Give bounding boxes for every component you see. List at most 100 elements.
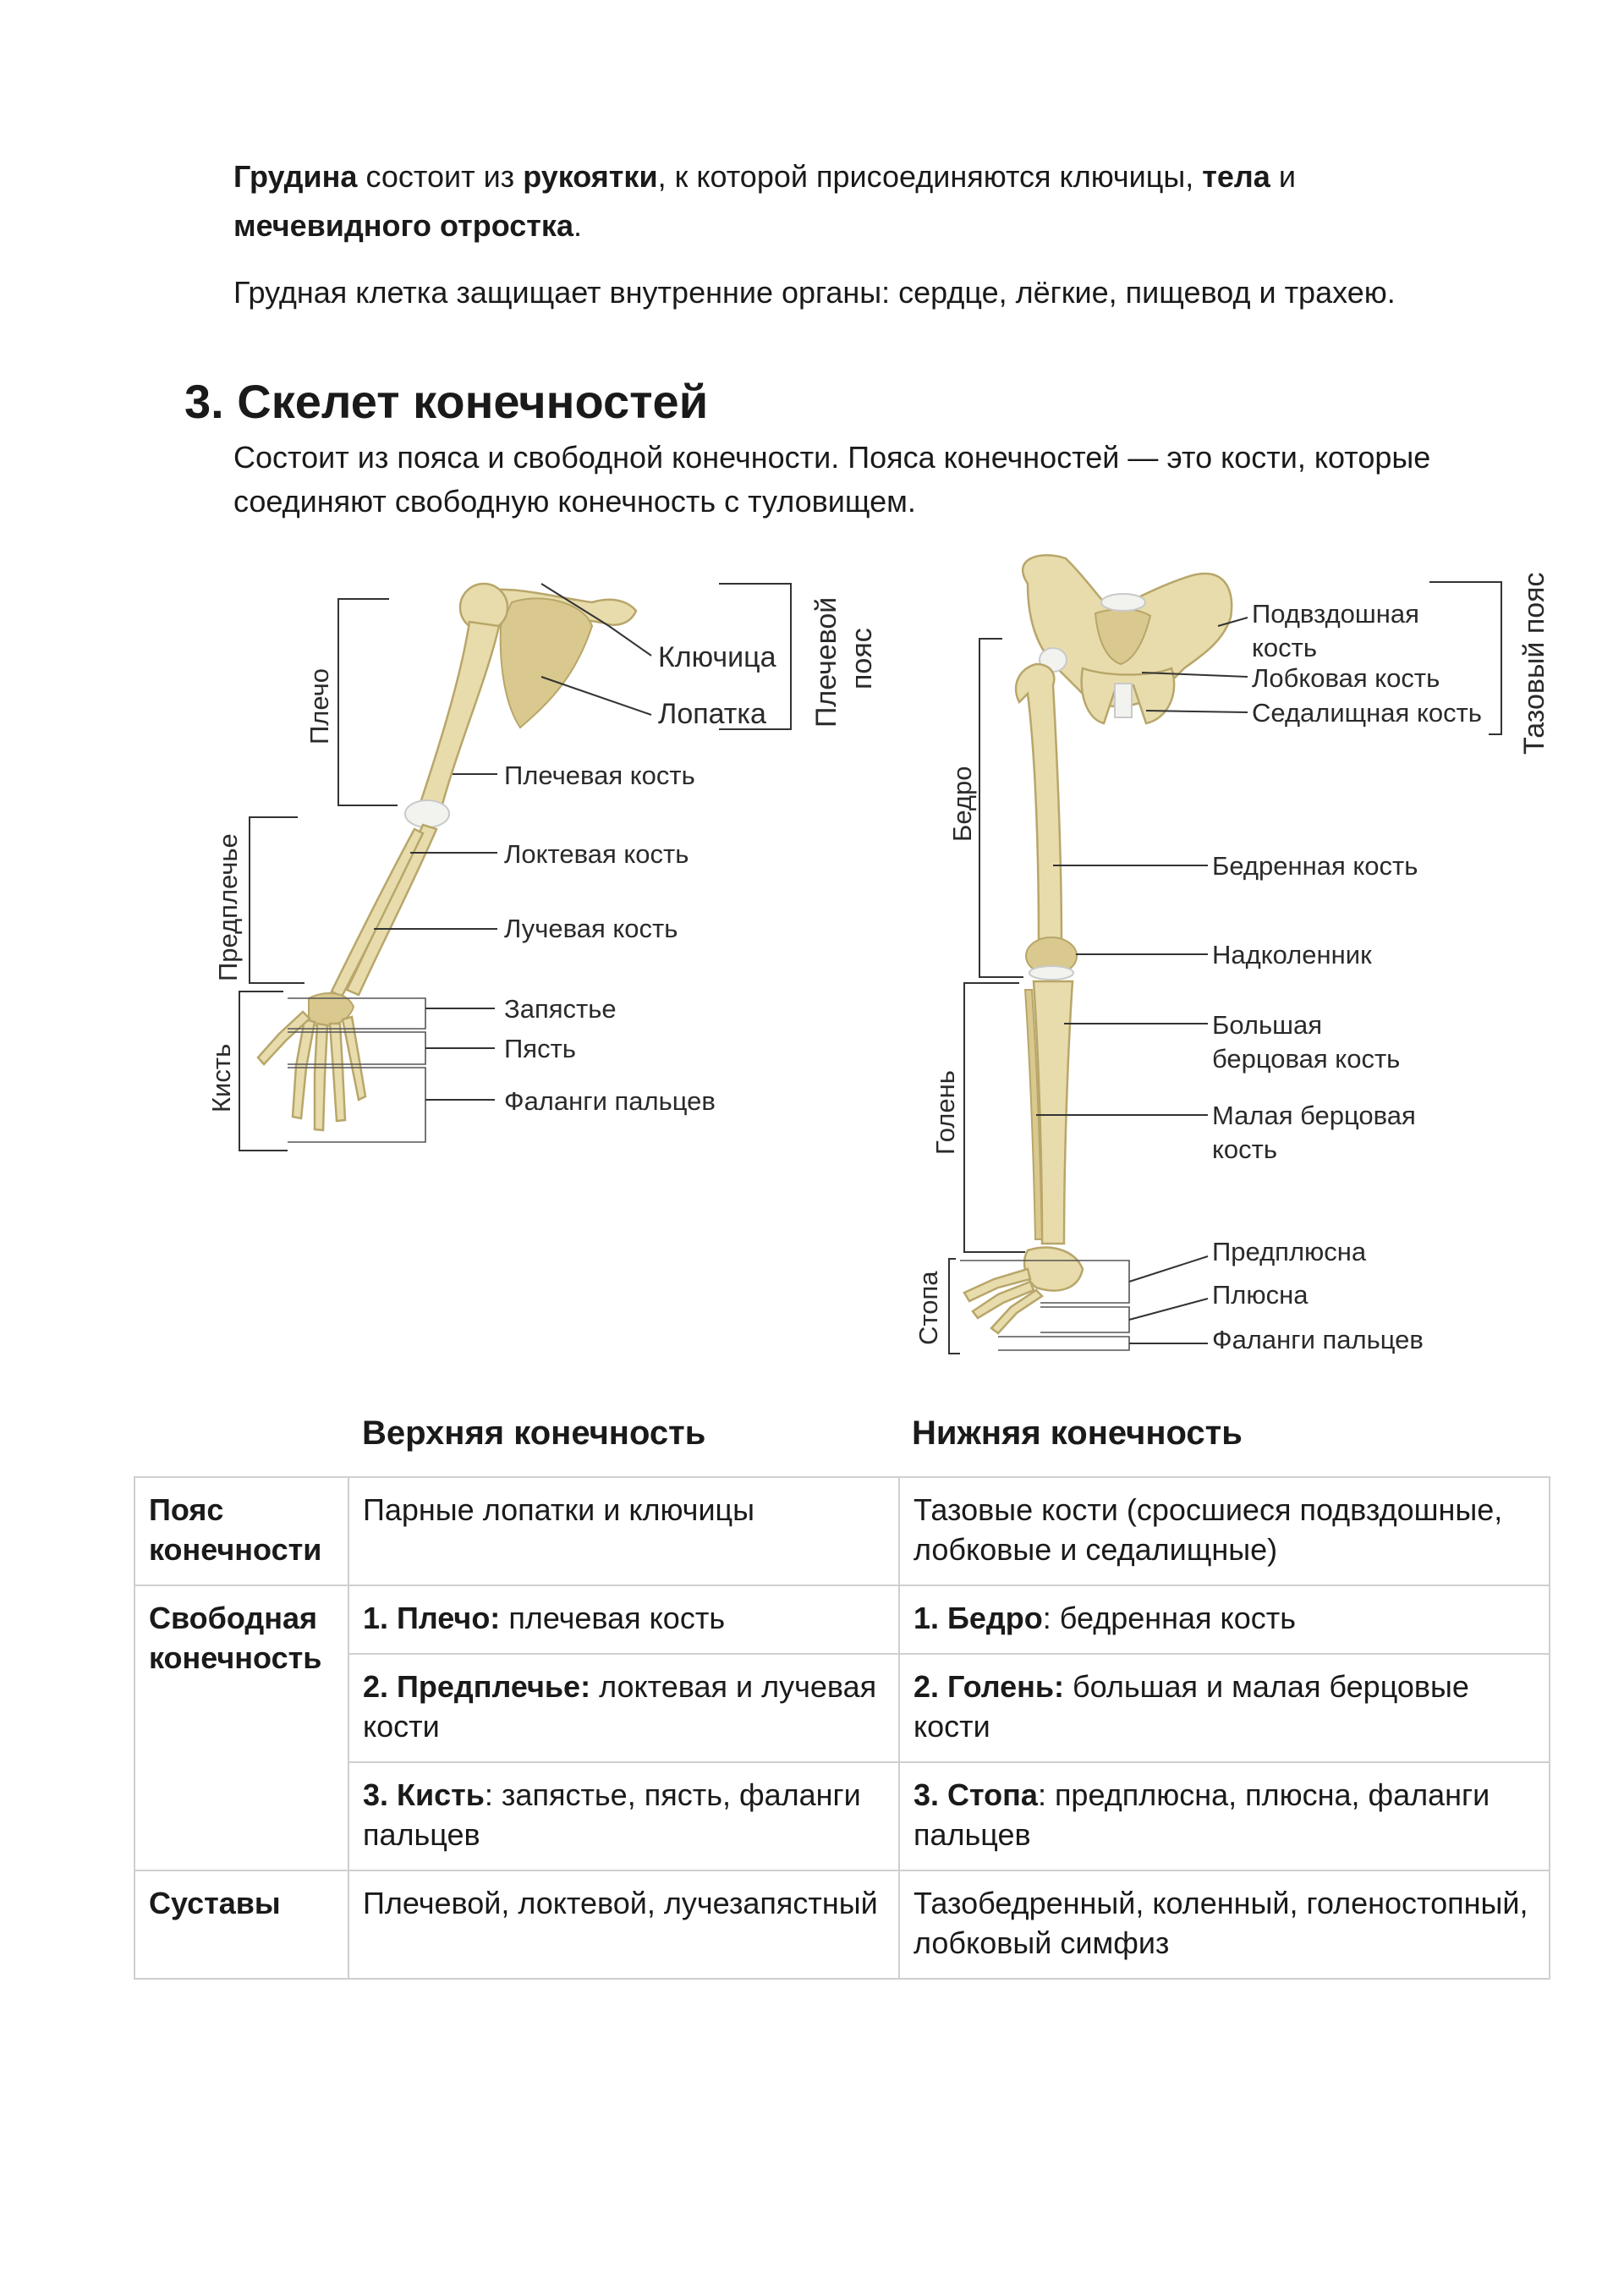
cell-girdle-upper: Парные лопатки и ключицы bbox=[348, 1476, 900, 1586]
shin-bracket bbox=[963, 982, 1025, 1253]
table-row-free-3: 3. Кисть: запястье, пясть, фаланги пальц… bbox=[134, 1761, 1550, 1871]
label-femur: Бедренная кость bbox=[1212, 851, 1418, 881]
phalanges-box bbox=[288, 1067, 426, 1143]
label-patella: Надколенник bbox=[1212, 940, 1372, 969]
row-head-free: Свободная конечность bbox=[134, 1585, 349, 1871]
upper-arm-bracket bbox=[337, 598, 398, 806]
column-heading-lower: Нижняя конечность bbox=[912, 1414, 1243, 1452]
text: , к которой присоединяются ключицы, bbox=[657, 159, 1203, 194]
label-ischium: Седалищная кость bbox=[1252, 698, 1482, 728]
label-ilium-1: Подвздошная bbox=[1252, 599, 1419, 629]
text: большая и малая берцовые кости bbox=[914, 1669, 1469, 1744]
label-scapula: Лопатка bbox=[658, 698, 766, 730]
ulna-bone bbox=[345, 823, 438, 997]
label-foot: Стопа bbox=[914, 1271, 943, 1345]
arm-diagram: Ключица Лопатка Плечевая кость Локтевая … bbox=[206, 582, 878, 1151]
scapula-leader bbox=[540, 676, 652, 716]
label-upper-arm: Плечо bbox=[304, 668, 334, 744]
label-humerus: Плечевая кость bbox=[504, 761, 695, 790]
table-row-girdle: Пояс конечности Парные лопатки и ключицы… bbox=[134, 1476, 1550, 1586]
humerus-bone bbox=[417, 620, 501, 816]
row-head-girdle: Пояс конечности bbox=[134, 1476, 349, 1586]
label-tibia-2: берцовая кость bbox=[1212, 1044, 1400, 1074]
label-ilium-2: кость bbox=[1252, 633, 1317, 662]
term-sternum: Грудина bbox=[233, 159, 358, 194]
metatarsus-leader bbox=[1128, 1298, 1209, 1321]
pubic-symphysis bbox=[1114, 683, 1133, 718]
table-row-free-2: 2. Предплечье: локтевая и лучевая кости … bbox=[134, 1653, 1550, 1763]
label-arm-phalanges: Фаланги пальцев bbox=[504, 1086, 716, 1116]
label-shoulder-girdle-2: пояс bbox=[846, 628, 878, 689]
metatarsus-box bbox=[1040, 1306, 1130, 1333]
hand-bracket bbox=[239, 991, 288, 1151]
text: . bbox=[573, 208, 582, 243]
intro-paragraph: Состоит из пояса и свободной конечности.… bbox=[233, 436, 1553, 524]
foot-bracket bbox=[948, 1258, 960, 1354]
term: 2. Предплечье: bbox=[363, 1669, 591, 1704]
label-tarsus: Предплюсна bbox=[1212, 1237, 1367, 1266]
text: плечевая кость bbox=[500, 1601, 726, 1635]
tarsus-leader bbox=[1128, 1255, 1209, 1283]
label-fibula-2: кость bbox=[1212, 1134, 1277, 1164]
intro-line-1: Состоит из пояса и свободной конечности.… bbox=[233, 440, 1431, 475]
tarsus-bones bbox=[1023, 1246, 1084, 1292]
hand-fingers bbox=[256, 1010, 367, 1132]
label-fibula-1: Малая берцовая bbox=[1212, 1101, 1416, 1130]
table-row-joints: Суставы Плечевой, локтевой, лучезапястны… bbox=[134, 1870, 1550, 1980]
leg-diagram: Подвздошная кость Лобковая кость Седалищ… bbox=[914, 554, 1550, 1354]
sternum-line-1: Грудина состоит из рукоятки, к которой п… bbox=[233, 152, 1502, 201]
term: 1. Бедро bbox=[914, 1601, 1043, 1635]
label-clavicle: Ключица bbox=[658, 641, 776, 673]
toe-bones bbox=[963, 1267, 1044, 1335]
scapula-bone bbox=[499, 597, 594, 729]
cell-free-upper-3: 3. Кисть: запястье, пясть, фаланги пальц… bbox=[348, 1761, 900, 1871]
fibula-bone bbox=[1023, 989, 1044, 1240]
label-pelvic-girdle: Тазовый пояс bbox=[1518, 572, 1550, 755]
row-head-joints: Суставы bbox=[134, 1870, 349, 1980]
text: : предплюсна, плюсна, фаланги пальцев bbox=[914, 1777, 1490, 1852]
label-shin: Голень bbox=[930, 1070, 960, 1155]
cell-girdle-lower: Тазовые кости (сросшиеся подвздошные, ло… bbox=[898, 1476, 1550, 1586]
label-pubis: Лобковая кость bbox=[1252, 663, 1440, 693]
femur-bone bbox=[1014, 662, 1063, 942]
toe-phalanges-box bbox=[998, 1336, 1130, 1351]
forearm-bracket bbox=[249, 816, 304, 984]
label-leg-phalanges: Фаланги пальцев bbox=[1212, 1325, 1424, 1354]
text: : запястье, пясть, фаланги пальцев bbox=[363, 1777, 861, 1852]
shoulder-girdle-bracket bbox=[719, 583, 792, 730]
label-radius: Лучевая кость bbox=[504, 914, 678, 943]
cell-free-lower-3: 3. Стопа: предплюсна, плюсна, фаланги па… bbox=[898, 1761, 1550, 1871]
label-thigh: Бедро bbox=[947, 766, 977, 842]
section-title: 3. Скелет конечностей bbox=[184, 375, 709, 428]
label-forearm: Предплечье bbox=[213, 833, 243, 981]
term-manubrium: рукоятки bbox=[523, 159, 658, 194]
term: 2. Голень: bbox=[914, 1669, 1065, 1704]
cell-joints-upper: Плечевой, локтевой, лучезапястный bbox=[348, 1870, 900, 1980]
text: локтевая и лучевая кости bbox=[363, 1669, 877, 1744]
label-carpus: Запястье bbox=[504, 994, 617, 1024]
term-body: тела bbox=[1202, 159, 1270, 194]
clavicle-leader bbox=[540, 583, 652, 656]
pubis-ischium bbox=[1080, 667, 1176, 725]
ilium-leader bbox=[1217, 617, 1248, 627]
sternum-line-2: мечевидного отростка. bbox=[233, 201, 1502, 250]
column-heading-upper: Верхняя конечность bbox=[362, 1414, 706, 1452]
thigh-bracket bbox=[979, 638, 1023, 978]
table-row-free-1: Свободная конечность 1. Плечо: плечевая … bbox=[134, 1585, 1550, 1871]
tibia-bone bbox=[1032, 980, 1074, 1245]
text: и bbox=[1270, 159, 1296, 194]
cell-free-lower-2: 2. Голень: большая и малая берцовые кост… bbox=[898, 1653, 1550, 1763]
intro-line-2: соединяют свободную конечность с туловищ… bbox=[233, 484, 916, 519]
text: : бедренная кость bbox=[1042, 1601, 1296, 1635]
sternum-paragraph: Грудина состоит из рукоятки, к которой п… bbox=[233, 152, 1502, 250]
label-hand: Кисть bbox=[206, 1044, 236, 1112]
knee-cartilage bbox=[1029, 965, 1074, 980]
carpus-box bbox=[288, 997, 426, 1030]
pubis-leader bbox=[1141, 672, 1248, 678]
chest-paragraph: Грудная клетка защищает внутренние орган… bbox=[233, 275, 1396, 310]
cell-joints-lower: Тазобедренный, коленный, голеностопный, … bbox=[898, 1870, 1550, 1980]
pelvic-girdle-bracket bbox=[1429, 581, 1502, 735]
sacral-cartilage bbox=[1100, 593, 1146, 612]
text: состоит из bbox=[357, 159, 524, 194]
